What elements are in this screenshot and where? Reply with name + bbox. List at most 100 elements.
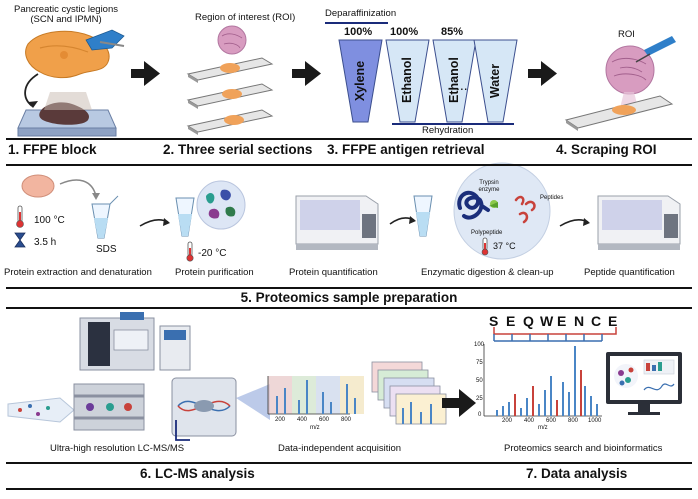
sequence-letter: E (506, 313, 516, 329)
spectrum-peak (562, 382, 564, 416)
step6-title: 6. LC-MS analysis (140, 466, 255, 481)
spectrum-peak (538, 404, 540, 416)
spec-xtick-400: 400 (524, 418, 535, 424)
polypeptide-label: Polypeptide (471, 230, 503, 236)
step2-title: 2. Three serial sections (163, 142, 313, 157)
curved-arrow-row2-c-head-icon (583, 218, 590, 226)
curved-arrow-tissue-head-icon (92, 193, 100, 200)
sequence-letter: E (557, 313, 567, 329)
percent-ethanol-2: 85% (441, 26, 464, 38)
beam-to-dia-icon (236, 384, 270, 420)
protein-circle-icon (196, 180, 246, 230)
label-lcms: Ultra-high resolution LC-MS/MS (50, 443, 185, 454)
curved-arrow-row2-a-head-icon (163, 218, 170, 226)
divider-row3 (6, 462, 692, 464)
tube-ethanol-2 (432, 39, 477, 123)
lc-ms-connector-arrow-icon (175, 420, 190, 441)
spectrum-peak (596, 404, 598, 416)
tissue-sample-icon (21, 174, 55, 198)
spectrum-peak (584, 386, 586, 416)
temp-hot-label: 100 °C (34, 215, 65, 226)
spectrum-peak (550, 376, 552, 416)
sequence-letter: W (540, 313, 554, 329)
arrow-step3-to-step4-icon (528, 61, 557, 86)
sds-tube-icon (91, 195, 119, 239)
spectrum-peak (502, 406, 504, 416)
scalpel-icon (635, 36, 676, 63)
arrow-step2-to-step3-icon (292, 61, 321, 86)
scraping-slide-illustration (564, 95, 674, 131)
tube-xylene-label: Xylene (353, 60, 367, 102)
digestion-circle-icon (453, 162, 551, 260)
percent-xylene: 100% (344, 26, 373, 38)
monitor-illustration (606, 352, 682, 415)
tube-xylene (338, 39, 383, 123)
spectrum-peak (590, 396, 592, 416)
step5-title: 5. Proteomics sample preparation (240, 290, 458, 305)
temp-body-label: 37 °C (493, 241, 516, 251)
ms-spectrum-chart (483, 344, 602, 417)
percent-ethanol-1: 100% (390, 26, 419, 38)
roi-label: ROI (618, 29, 635, 40)
tube-water (473, 39, 518, 123)
spectrum-peak (508, 402, 510, 416)
thermometer-cold-icon (186, 241, 194, 262)
spectrum-peak (574, 346, 576, 416)
dia-axis-label: m/z (310, 425, 320, 431)
step4-title: 4. Scraping ROI (556, 142, 657, 157)
sequence-brackets (493, 327, 617, 342)
dia-tick-400: 400 (297, 417, 308, 423)
mass-spectrometer-illustration (79, 312, 191, 371)
sequence-letter: N (574, 313, 585, 329)
peptides-label: Peptides (540, 195, 564, 201)
pancreas-caption: Pancreatic cystic legions (SCN and IPMN) (13, 4, 119, 26)
divider-row2 (6, 287, 692, 289)
curved-arrow-head-icon (28, 101, 38, 108)
label-extraction: Protein extraction and denaturation (4, 267, 152, 278)
spectrum-peak (544, 390, 546, 416)
arrow-dia-to-analysis-icon (442, 389, 476, 417)
tube-ethanol-1 (385, 39, 430, 123)
roi-tissue-icon (217, 25, 247, 55)
sequence-letter: E (608, 313, 618, 329)
tube-water-label: Water (488, 63, 502, 99)
spectrum-peak (556, 400, 558, 416)
duration-label: 3.5 h (34, 237, 57, 248)
curved-arrow-row2-b-head-icon (409, 216, 416, 224)
thermometer-digestion-icon (481, 237, 489, 256)
tube-ethanol-1-label: Ethanol (400, 57, 414, 103)
glove-hand-icon (85, 29, 125, 51)
divider-row3-bottom (6, 488, 692, 490)
spec-xtick-600: 600 (546, 418, 557, 424)
divider-row2-bottom (6, 307, 692, 309)
spectrum-peak (514, 394, 516, 416)
spec-axis-label: m/z (538, 425, 548, 431)
divider-row1 (6, 138, 692, 140)
spec-ytick-50: 50 (476, 378, 483, 384)
spec-ytick-0: 0 (478, 412, 482, 418)
step1-title: 1. FFPE block (8, 142, 97, 157)
label-peptide: Peptide quantification (584, 267, 675, 278)
deparaffinization-label: Deparaffinization (325, 8, 397, 19)
roi-caption: Region of interest (ROI) (195, 12, 296, 23)
curved-arrow-tissue-icon (59, 179, 97, 197)
arrow-step1-to-step2-icon (131, 61, 160, 86)
dia-tick-800: 800 (341, 417, 352, 423)
dia-spectrum-chart (267, 376, 364, 415)
thermometer-hot-icon (16, 205, 24, 228)
sequence-letter: C (591, 313, 602, 329)
spectrum-peak (520, 408, 522, 416)
step7-title: 7. Data analysis (526, 466, 628, 481)
label-search: Proteomics search and bioinformatics (504, 443, 663, 454)
rehydration-label: Rehydration (422, 125, 474, 136)
spectrum-peak (496, 410, 498, 416)
temp-cold-label: -20 °C (198, 248, 227, 259)
sds-label: SDS (96, 244, 117, 255)
spec-xtick-800: 800 (568, 418, 579, 424)
label-quantification: Protein quantification (289, 267, 378, 278)
dia-tick-600: 600 (319, 417, 330, 423)
orbitrap-illustration (171, 377, 237, 437)
spectrum-peak (532, 386, 534, 416)
spec-ytick-25: 25 (476, 396, 483, 402)
purification-tube-icon (175, 197, 195, 237)
